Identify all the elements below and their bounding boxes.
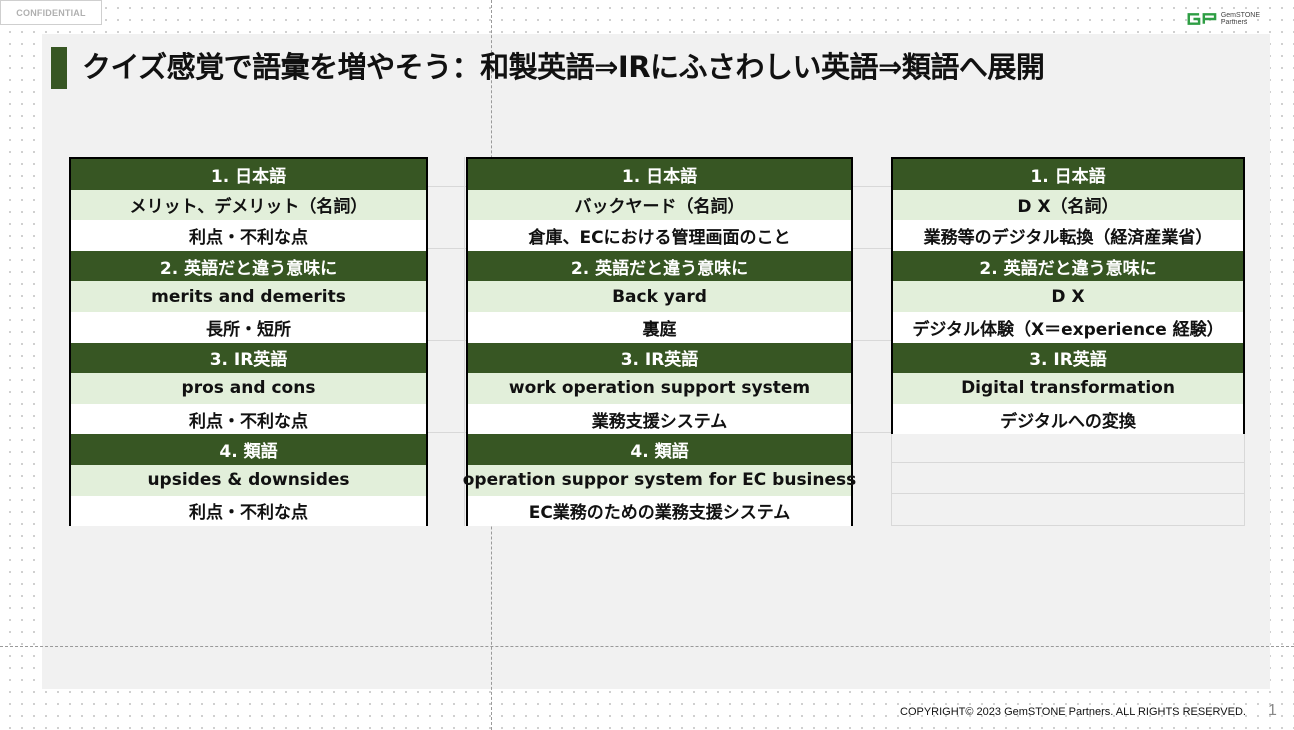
table-row-meaning: 利点・不利な点 [71,403,426,435]
table-row-term: pros and cons [71,373,426,404]
page-number: 1 [1268,702,1277,719]
cell-gridline [427,340,467,341]
table-section-header: 1. 日本語 [468,159,851,190]
confidential-label: CONFIDENTIAL [0,0,102,25]
cell-gridline [891,493,1245,494]
table-section-header: 2. 英語だと違う意味に [71,250,426,282]
copyright-footer: COPYRIGHT© 2023 GemSTONE Partners. ALL R… [900,706,1246,718]
cell-gridline [427,186,467,187]
cell-gridline [851,432,893,433]
cell-gridline [851,248,893,249]
table-row-meaning: 裏庭 [468,311,851,343]
table-section-header: 1. 日本語 [893,159,1243,190]
table-row-term: メリット、デメリット（名詞） [71,189,426,221]
table-row-term: upsides & downsides [71,464,426,496]
cell-gridline [427,432,467,433]
table-row-term: operation suppor system for EC business [463,464,856,496]
page-title: クイズ感覚で語彙を増やそう：和製英語⇒IRにふさわしい英語⇒類語へ展開 [82,50,1045,84]
logo-line-2: Partners [1220,19,1248,26]
table-section-header: 3. IR英語 [71,342,426,374]
cell-gridline [851,186,893,187]
table-section-header: 3. IR英語 [893,342,1243,374]
table-section-header: 4. 類語 [468,434,851,465]
table-row-meaning: 業務等のデジタル転換（経済産業省） [893,220,1243,251]
cell-gridline [851,340,893,341]
table-section-header: 1. 日本語 [71,159,426,190]
table-row-term: D X（名詞） [893,189,1243,221]
table-row-meaning: EC業務のための業務支援システム [468,495,851,527]
table-section-header: 2. 英語だと違う意味に [468,250,851,282]
logo-wordmark: GemSTONE Partners [1221,12,1260,26]
table-section-header: 3. IR英語 [468,342,851,374]
table-row-meaning: 利点・不利な点 [71,495,426,527]
logo-line-1: GemSTONE [1220,12,1260,19]
table-row-meaning: 倉庫、ECにおける管理画面のこと [468,220,851,251]
table-row-term: D X [893,281,1243,312]
company-logo: GemSTONE Partners [1185,9,1260,29]
table-row-meaning: 長所・短所 [71,311,426,343]
table-row-term: merits and demerits [71,281,426,312]
title-accent-bar [51,47,67,89]
table-row-meaning: デジタルへの変換 [893,403,1243,435]
table-row-term: Digital transformation [893,373,1243,404]
cell-gridline [427,248,467,249]
cell-gridline [891,525,1245,526]
table-row-meaning: 利点・不利な点 [71,220,426,251]
cell-gridline [464,157,465,526]
table-section-header: 4. 類語 [71,434,426,465]
guide-line-horizontal [0,646,1294,647]
table-row-term: Back yard [468,281,851,312]
gp-logo-icon [1187,13,1217,25]
table-section-header: 2. 英語だと違う意味に [893,250,1243,282]
cell-gridline [891,462,1245,463]
table-row-meaning: 業務支援システム [468,403,851,435]
table-row-term: バックヤード（名詞） [468,189,851,221]
table-row-term: work operation support system [468,373,851,404]
table-row-meaning: デジタル体験（X＝experience 経験） [893,311,1243,343]
